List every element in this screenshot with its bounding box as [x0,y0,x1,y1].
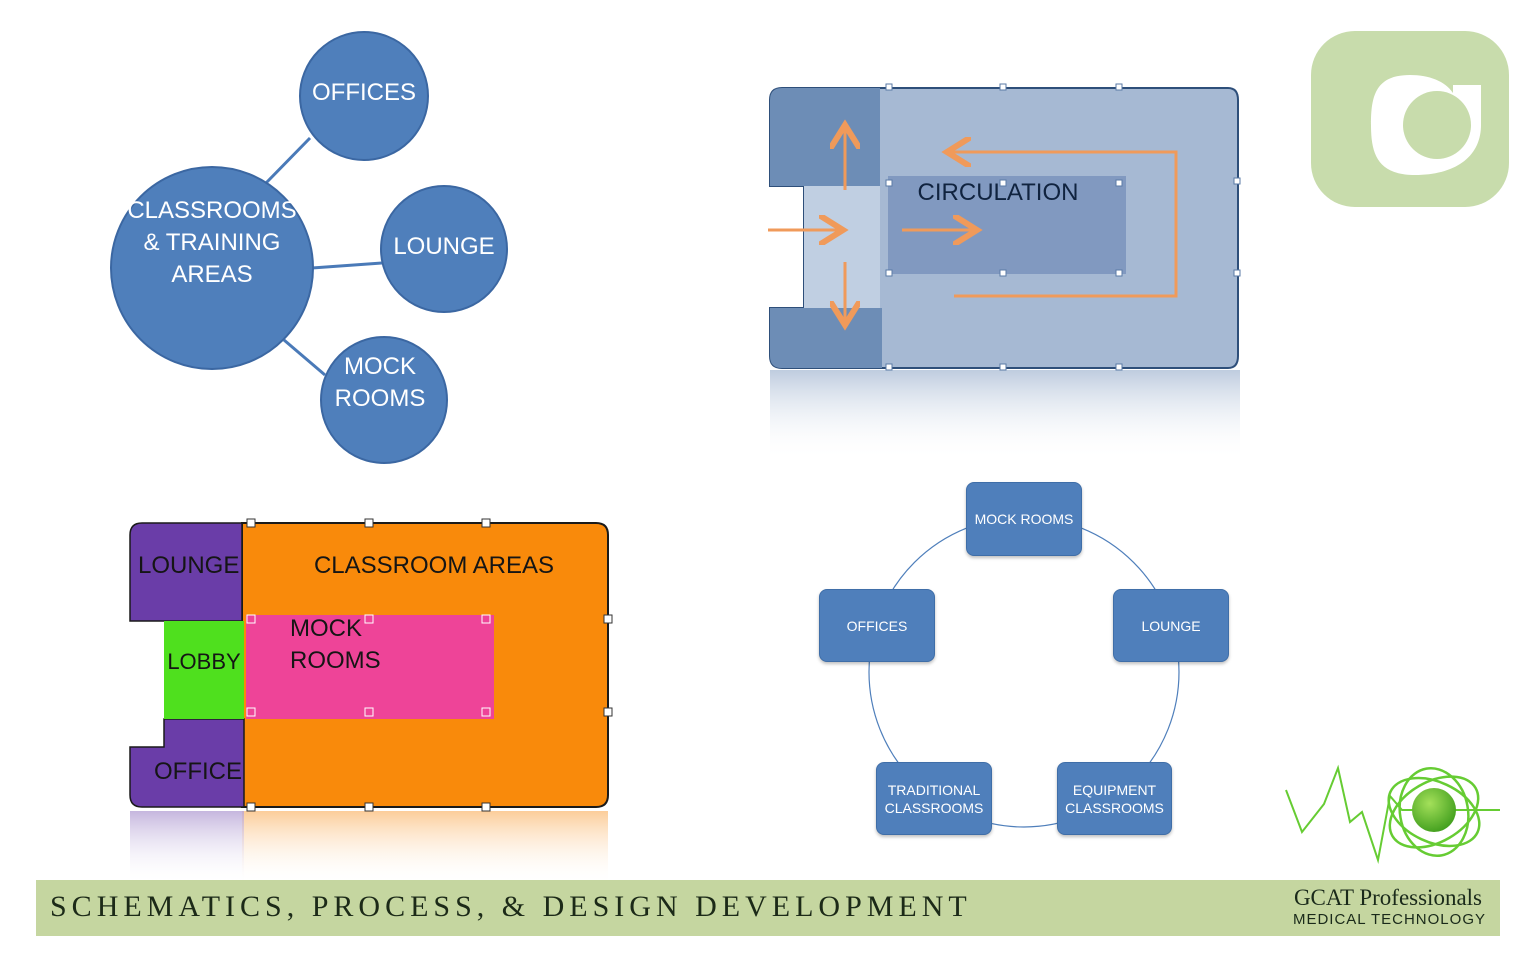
cycle-node-equipment-classrooms: EQUIPMENT CLASSROOMS [1057,762,1172,835]
connector-mock-rooms [283,338,326,377]
bubble-offices [299,31,429,161]
plan-reflection-purple [130,811,244,885]
zone-mock-rooms [246,615,494,719]
bubble-lounge [380,185,508,313]
zone-lobby [164,621,244,719]
gcat-g-logo-icon [1311,31,1509,207]
cycle-node-traditional-classrooms: TRADITIONAL CLASSROOMS [876,762,992,835]
cycle-node-mock-rooms: MOCK ROOMS [966,482,1082,556]
plan-lobby [804,186,880,308]
footer-title: SCHEMATICS, PROCESS, & DESIGN DEVELOPMEN… [50,890,972,923]
plan-wing-top [770,88,880,186]
connector-lounge [311,261,383,270]
footer-band: SCHEMATICS, PROCESS, & DESIGN DEVELOPMEN… [36,880,1500,936]
brand-subtitle: MEDICAL TECHNOLOGY [1292,911,1486,928]
plan-reflection-orange [242,811,608,885]
floor-classroom-label: CLASSROOM AREAS [314,552,554,579]
heartbeat-atom-logo-icon [1285,764,1500,864]
bubble-lounge-label: LOUNGE [393,233,494,260]
plan-center-block [888,176,1126,274]
circulation-plan: CIRCULATION [768,83,1241,460]
plan-wing-bottom [770,308,882,368]
cycle-node-lounge: LOUNGE [1113,589,1229,662]
bubble-mock-rooms [320,336,448,464]
floor-lobby-label: LOBBY [167,649,241,674]
floor-office-label: OFFICE [154,758,242,785]
cycle-node-offices: OFFICES [819,589,935,662]
arrow-loop [950,152,1178,298]
bubble-classrooms [110,166,314,370]
floor-lounge-label: LOUNGE [138,552,239,579]
brand-name: GCAT Professionals [1293,885,1482,910]
connector-offices [264,136,312,185]
bubble-offices-label: OFFICES [312,79,416,106]
plan-reflection [770,370,1240,460]
circulation-label: CIRCULATION [918,179,1079,206]
